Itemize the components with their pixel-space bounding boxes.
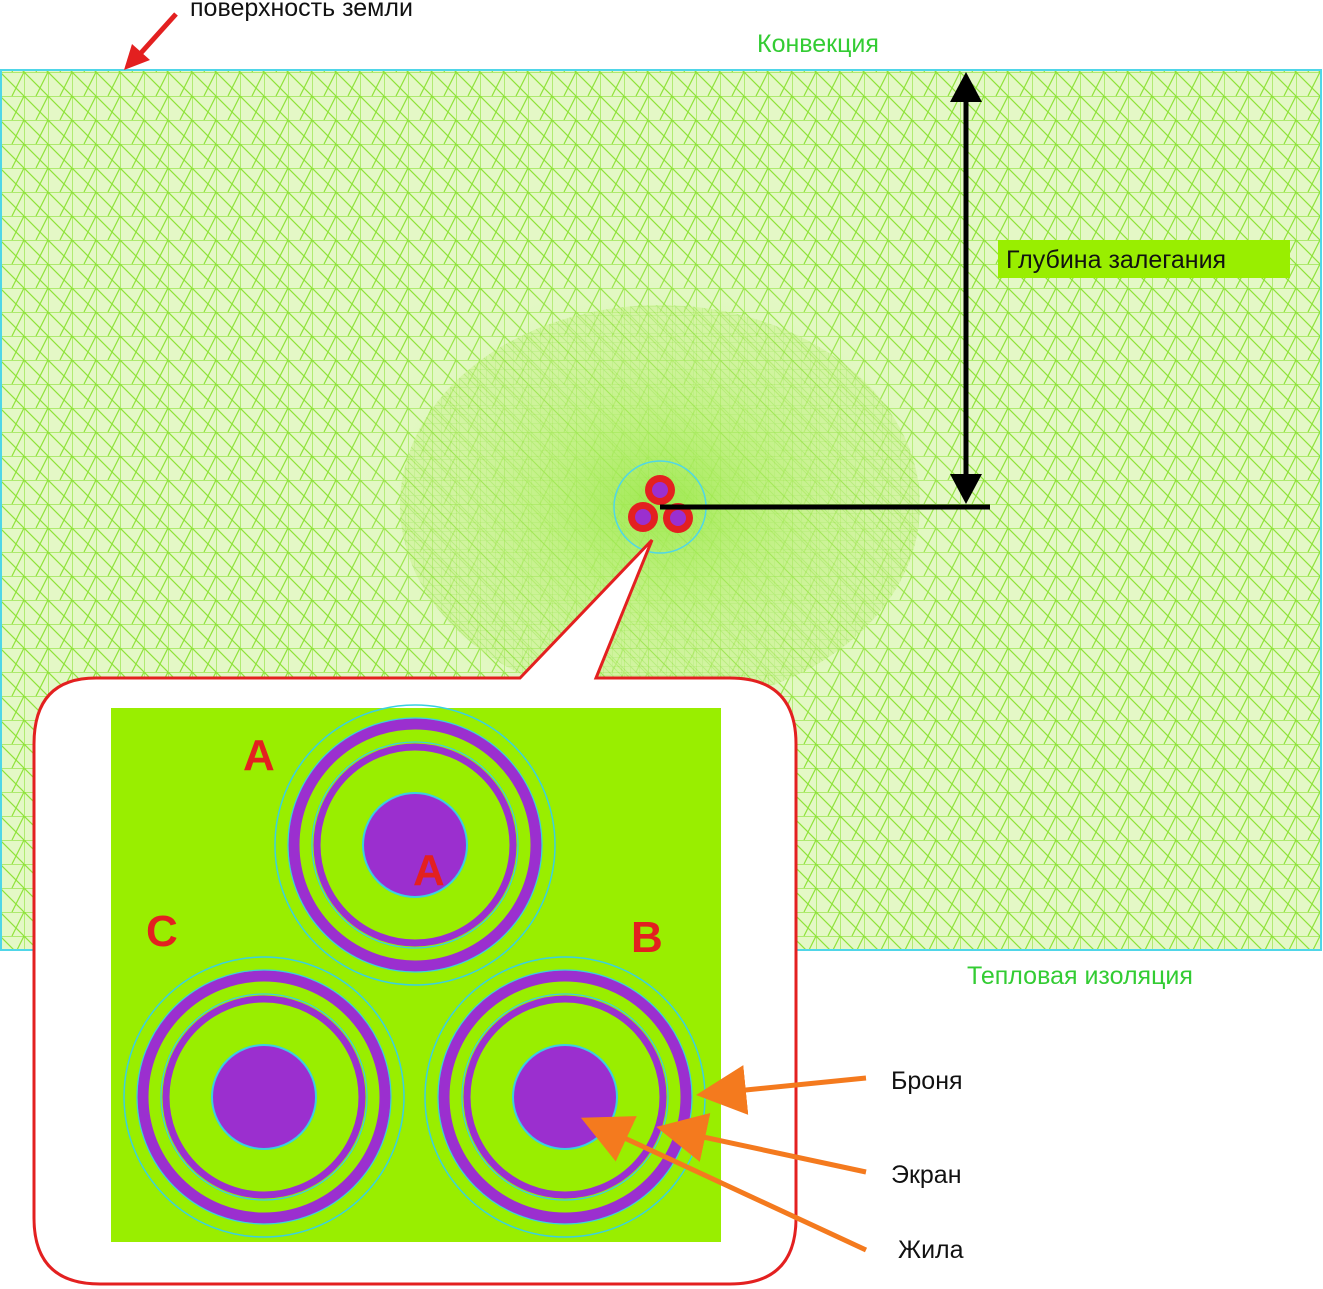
ground-surface-label: поверхность земли <box>190 0 413 22</box>
armor-label: Броня <box>891 1067 963 1095</box>
depth-label-bg <box>998 240 1290 278</box>
phase-a-core-label: A <box>413 846 445 895</box>
depth-arrow-down-icon <box>950 474 982 504</box>
thermal-insulation-label: Тепловая изоляция <box>967 962 1193 990</box>
cable-group-small <box>613 460 707 554</box>
armor-arrow <box>696 1065 867 1115</box>
phase-b-label: B <box>631 913 663 962</box>
burial-depth-label: Глубина залегания <box>1006 246 1226 274</box>
ground-surface-arrow <box>124 12 178 70</box>
depth-arrow-up-icon <box>950 72 982 102</box>
phase-a-label: A <box>243 731 275 780</box>
convection-label: Конвекция <box>757 30 879 58</box>
core-label: Жила <box>898 1236 964 1264</box>
screen-label: Экран <box>891 1161 962 1189</box>
inset-panel <box>111 708 721 1242</box>
zoom-callout: A A C B <box>32 538 798 1286</box>
core-arrow <box>580 1116 868 1253</box>
screen-arrow <box>656 1112 867 1175</box>
burial-depth-indicator: Глубина залегания <box>660 72 1290 510</box>
cable-a <box>274 704 556 986</box>
cable-b <box>424 956 706 1238</box>
cable-c <box>123 956 405 1238</box>
phase-c-label: C <box>146 907 178 956</box>
component-pointers <box>580 1065 868 1253</box>
